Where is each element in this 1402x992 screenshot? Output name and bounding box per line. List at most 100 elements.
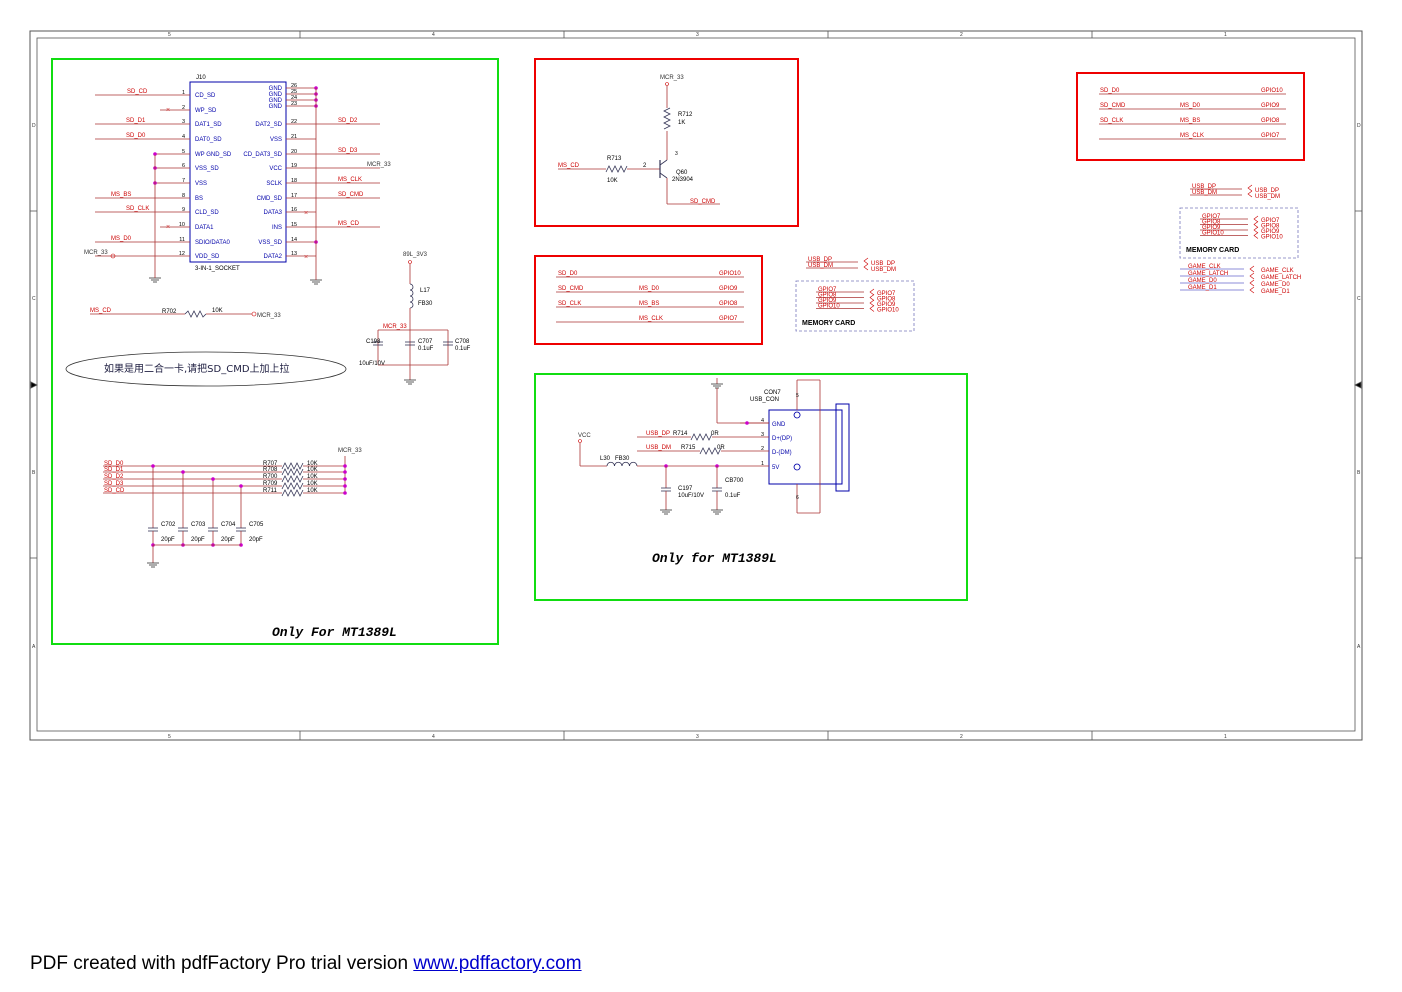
no-connect-mark: ×: [304, 254, 308, 261]
grid-row-label: C: [32, 296, 36, 302]
mem-gpio-in: GPIO9: [818, 298, 837, 304]
grid-col-label: 1: [1224, 32, 1227, 38]
j10-pin-number: 24: [291, 95, 297, 101]
mem-usb-in: USB_DM: [808, 263, 833, 269]
j10-net-label: SD_CMD: [338, 192, 364, 198]
pullup-value: 10K: [307, 461, 318, 467]
usb-l-ref: L30: [600, 456, 611, 462]
trans-net-out: SD_CMD: [690, 199, 716, 205]
sheet-frame-outer: [29, 30, 1363, 741]
pullup-value: 10K: [307, 474, 318, 480]
gpio-net-a: SD_CMD: [558, 286, 584, 292]
j10-pin-number: 23: [291, 101, 297, 107]
gpio-net-b: MS_BS: [639, 301, 659, 307]
note-only-mt1389l-usb: Only for MT1389L: [652, 551, 777, 566]
j10-net-label: SD_D2: [338, 118, 358, 124]
trans-pin-b: 2: [643, 163, 647, 169]
trans-r-in-ref: R713: [607, 156, 622, 162]
footer-text: PDF created with pdfFactory Pro trial ve…: [30, 953, 414, 974]
j10-net-label: SD_CLK: [126, 206, 149, 212]
j10-pin-number: 22: [291, 119, 297, 125]
mem-usb-out: USB_DP: [871, 261, 895, 267]
mem-game-in: GAME_LATCH: [1188, 271, 1228, 277]
mem-gpio-in: GPIO10: [818, 304, 840, 310]
pullup-cap-value: 20pF: [249, 537, 263, 543]
region-box-left: [51, 58, 499, 645]
j10-pin-name: VSS: [270, 137, 282, 143]
resistor-symbol: [281, 489, 304, 497]
junction-dot: [181, 470, 185, 474]
r702-value: 10K: [212, 308, 223, 314]
note-chinese: 如果是用二合一卡,请把SD_CMD上加上拉: [104, 362, 290, 375]
resistor-symbol: [281, 468, 304, 476]
j10-pin-number: 4: [182, 134, 185, 140]
j10-pin-name: CMD_SD: [257, 196, 283, 202]
mem-game-out: GAME_D0: [1261, 282, 1290, 288]
grid-col-label: 4: [432, 32, 435, 38]
usb-pin-name: GND: [772, 422, 786, 428]
usb-r1-val: 0R: [711, 431, 719, 437]
pullup-cap-ref: C702: [161, 522, 176, 528]
j10-mcr33-port: [110, 253, 116, 259]
gpio-net-b: MS_CLK: [639, 316, 663, 322]
usb-r1-net: USB_DP: [646, 431, 670, 437]
region-box-transistor: [534, 58, 799, 227]
j10-pin-number: 3: [182, 119, 185, 125]
no-connect-mark: ×: [166, 107, 170, 114]
grid-col-label: 3: [696, 32, 699, 38]
usb-pin5: 5: [796, 393, 799, 399]
mem-gpio-out: GPIO7: [877, 291, 896, 297]
mem-label: MEMORY CARD: [802, 320, 855, 327]
mem-gpio-out: GPIO10: [877, 308, 899, 314]
pullup-ref: R700: [263, 474, 278, 480]
mem-gpio-out: GPIO10: [1261, 235, 1283, 241]
j10-net-label: SD_D1: [126, 118, 146, 124]
j10-pin-number: 7: [182, 178, 185, 184]
pullup-cap-value: 20pF: [221, 537, 235, 543]
usb-c2-val: 0.1uF: [725, 493, 741, 499]
trans-q-val: 2N3904: [672, 177, 694, 183]
transistor-circuit: MCR_33R7121KMS_CDR71310K23Q602N3904SD_CM…: [558, 75, 720, 205]
footer-link[interactable]: www.pdffactory.com: [413, 953, 582, 974]
j10-pin-number: 17: [291, 193, 297, 199]
mem-label: MEMORY CARD: [1186, 247, 1239, 254]
trans-pin-c: 3: [675, 151, 678, 157]
j10-pin-number: 13: [291, 251, 297, 257]
j10-pin-number: 10: [179, 222, 185, 228]
r702-group: MS_CD R702 10K MCR_33: [90, 308, 281, 319]
j10-pin-name: WP_SD: [195, 108, 217, 114]
j10-pin-number: 18: [291, 178, 297, 184]
gpio-net-b: MS_D0: [639, 286, 660, 292]
mem-game-out: GAME_D1: [1261, 289, 1290, 295]
gpio-net-g: GPIO10: [719, 271, 741, 277]
pf-l-val: FB30: [418, 301, 433, 307]
resistor-symbol: [281, 475, 304, 483]
no-connect-mark: ×: [304, 210, 308, 217]
region-box-usb: [534, 373, 968, 601]
junction-dot: [343, 464, 347, 468]
j10-pin-number: 19: [291, 163, 297, 169]
mem-usb-in: USB_DP: [1192, 184, 1216, 190]
gpio2-net-g: GPIO9: [1261, 103, 1280, 109]
mem-usb-in: USB_DP: [808, 257, 832, 263]
j10-pin-name: GND: [269, 104, 283, 110]
j10-pin-number: 11: [179, 237, 185, 243]
junction-dot: [343, 470, 347, 474]
j10-pin-name: GND: [269, 92, 283, 98]
j10-pin-name: DAT2_SD: [255, 122, 282, 128]
j10-net-label: MS_BS: [111, 192, 131, 198]
pullup-cap-ref: C705: [249, 522, 264, 528]
pf-c3-val: 0.1uF: [455, 346, 471, 352]
pf-c3-ref: C708: [455, 339, 470, 345]
pullup-cap-ref: C704: [221, 522, 236, 528]
junction-dot: [343, 484, 347, 488]
usb-pin-name: D-(DM): [772, 450, 792, 456]
j10-net-label: SD_D3: [338, 148, 358, 154]
pullup-cap-value: 20pF: [191, 537, 205, 543]
usb-r2-ref: R715: [681, 445, 696, 451]
usb-pin-num: 3: [761, 432, 764, 438]
pf-l-ref: L17: [420, 288, 431, 294]
usb-c2-ref: CB700: [725, 478, 744, 484]
j10-pin-number: 12: [179, 251, 185, 257]
